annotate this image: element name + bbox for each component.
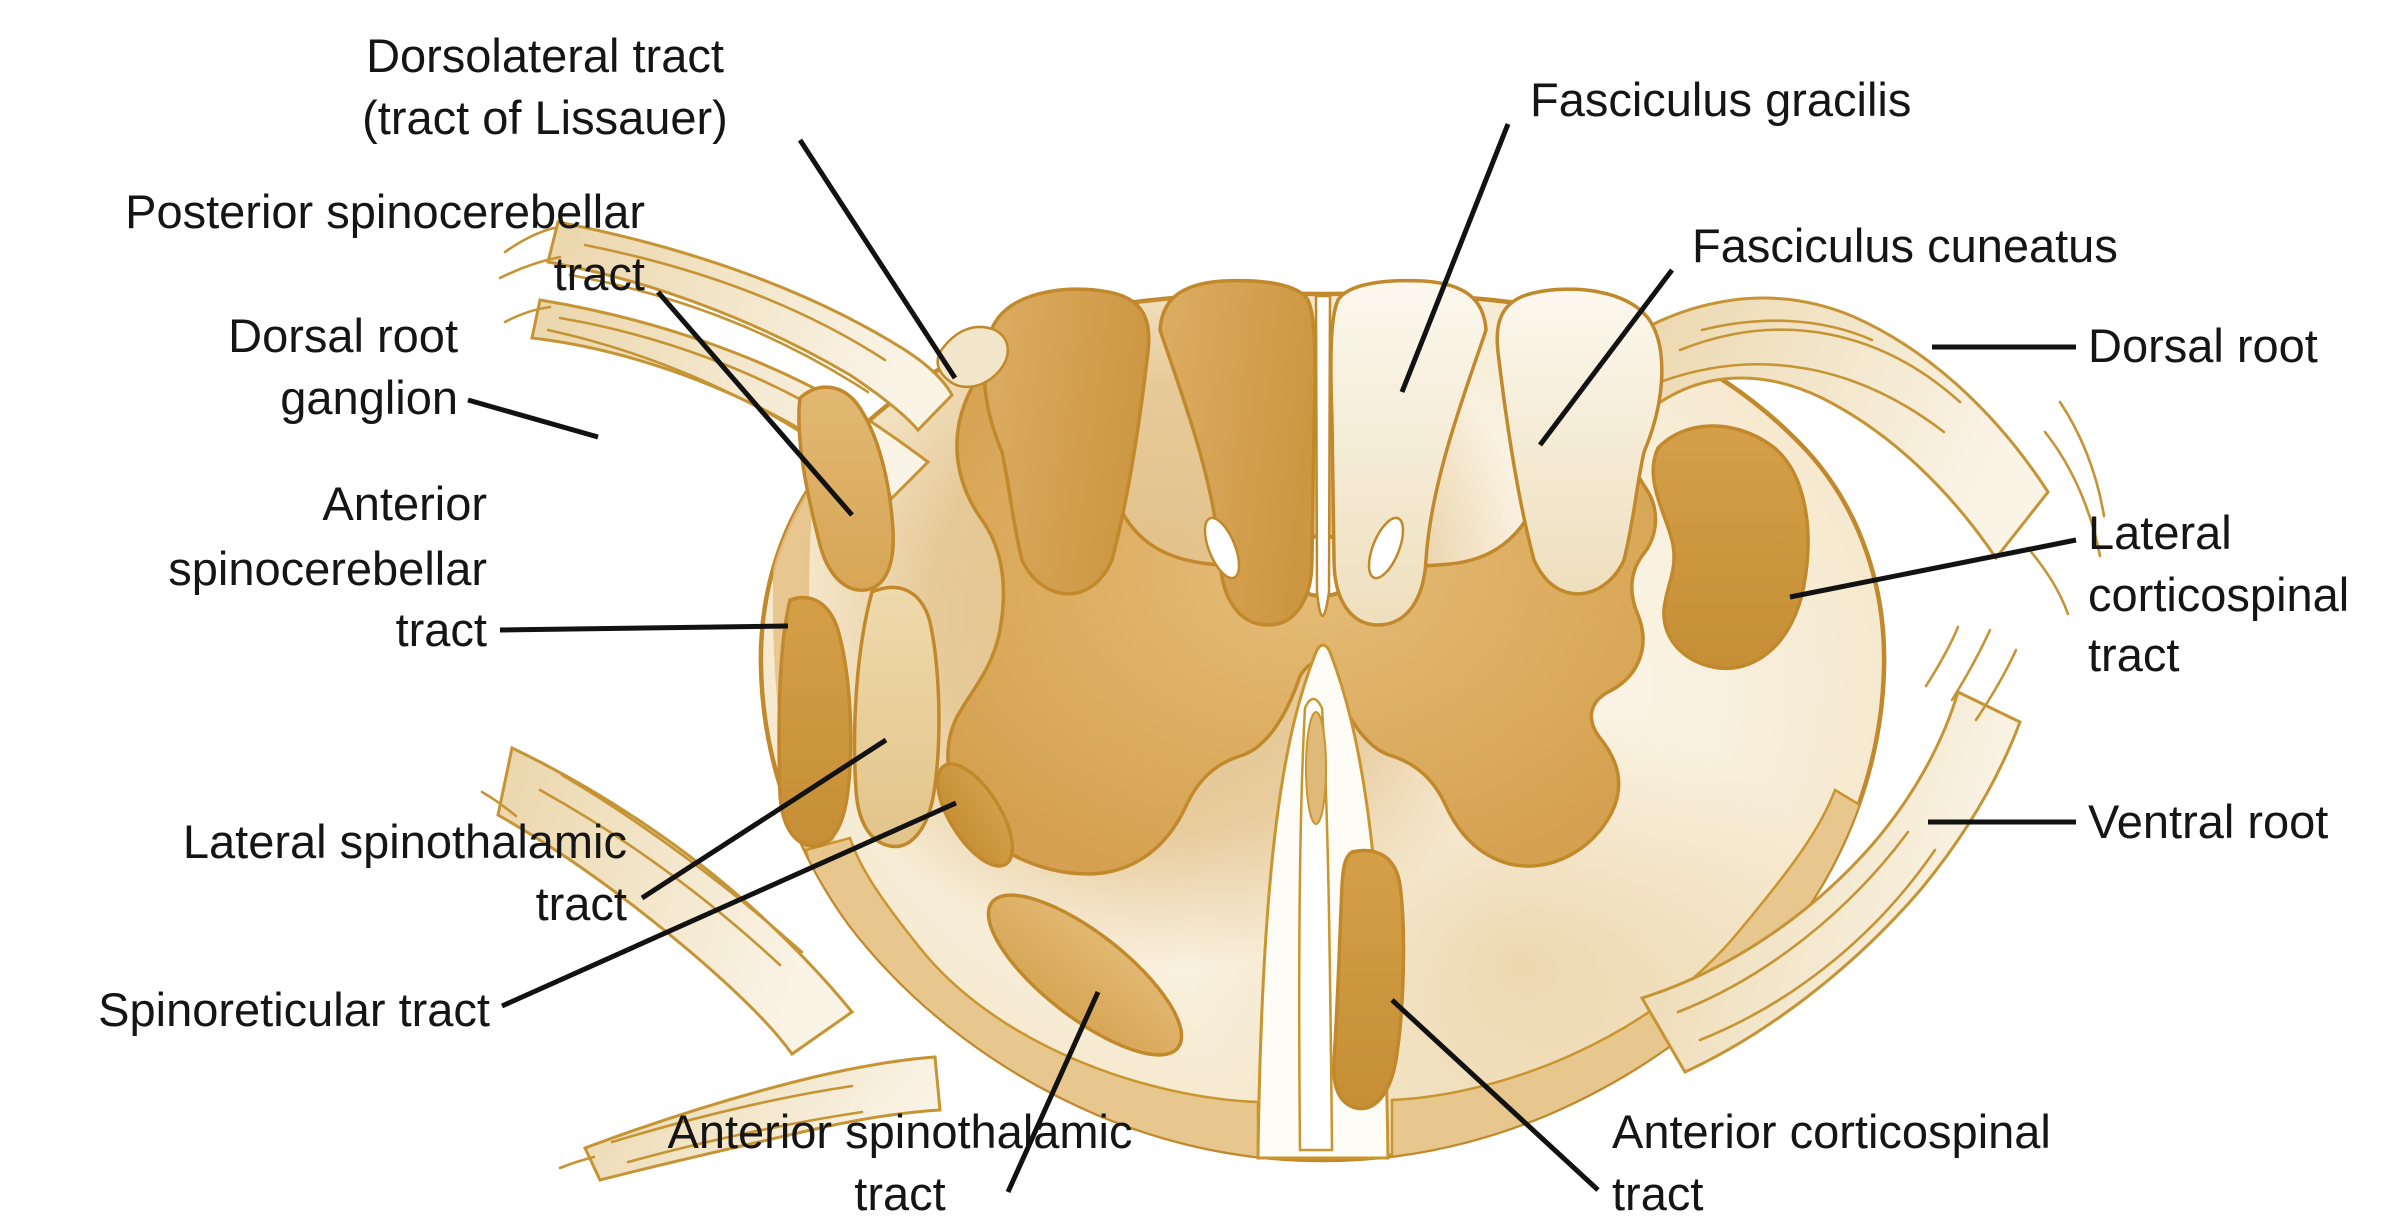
fasciculus-gracilis-region (1329, 278, 1488, 627)
dorsal-slit-teardrop-left (1203, 516, 1241, 580)
label-anterior-spinocerebellar-line2: spinocerebellar (168, 542, 487, 595)
label-anterior-spinothalamic-line1: Anterior spinothalamic (668, 1105, 1133, 1158)
label-anterior-corticospinal-line1: Anterior corticospinal (1612, 1105, 2051, 1158)
anterior-spinocerebellar-tract (777, 595, 853, 848)
label-dorsolateral-tract-line1: Dorsolateral tract (366, 29, 724, 82)
label-lateral-corticospinal-line1: Lateral (2088, 506, 2232, 559)
label-spinoreticular: Spinoreticular tract (98, 983, 490, 1036)
leader-anterior-spinocerebellar (499, 623, 789, 633)
dorsolateral-tract-of-lissauer (936, 325, 1009, 388)
label-lateral-spinothalamic-line2: tract (536, 877, 627, 930)
posterior-median-septum (1314, 294, 1332, 617)
label-anterior-spinocerebellar-line3: tract (396, 603, 487, 656)
right-ventral-root-band (1639, 689, 2022, 1074)
lateral-corticospinal-tract (1651, 424, 1810, 671)
right-ventral-root (1639, 625, 2022, 1074)
label-fasciculus-cuneatus: Fasciculus cuneatus (1692, 219, 2118, 272)
fasciculus-cuneatus-region (1495, 287, 1664, 596)
leader-lateral-corticospinal (1789, 537, 2077, 600)
label-posterior-spinocerebellar-line2: tract (554, 247, 645, 300)
left-ventral-root (480, 745, 942, 1182)
label-posterior-spinocerebellar-line1: Posterior spinocerebellar (125, 185, 645, 238)
right-dorsal-root-band (1609, 296, 2050, 561)
label-lateral-corticospinal-line2: corticospinal (2088, 568, 2349, 621)
label-lateral-spinothalamic-line1: Lateral spinothalamic (183, 815, 627, 868)
lateral-spinothalamic-tract (852, 585, 941, 849)
leader-lateral-spinothalamic (640, 737, 888, 901)
posterior-spinocerebellar-tract (797, 385, 895, 592)
leader-anterior-spinothalamic (1005, 990, 1101, 1194)
label-lateral-corticospinal-line3: tract (2088, 628, 2179, 681)
label-anterior-spinothalamic-line2: tract (854, 1167, 945, 1220)
dorsal-column-left-outer (982, 287, 1151, 596)
label-dorsal-root: Dorsal root (2088, 319, 2318, 372)
left-ventral-root-fascicle-upper (496, 745, 855, 1057)
left-dorsal-root-fascicle-upper (546, 220, 954, 433)
anterior-corticospinal-tract (1331, 848, 1406, 1111)
leader-dorsal-root-ganglion (467, 397, 599, 440)
leader-fasciculus-cuneatus (1538, 268, 1674, 447)
leader-spinoreticular (500, 800, 958, 1009)
leader-posterior-spinocerebellar (656, 290, 854, 517)
label-dorsolateral-tract-line2: (tract of Lissauer) (362, 91, 728, 144)
label-dorsal-root-ganglion-line2: ganglion (280, 371, 458, 424)
label-ventral-root: Ventral root (2088, 795, 2328, 848)
label-anterior-spinocerebellar-line1: Anterior (322, 477, 487, 530)
spinoreticular-tract (935, 762, 1015, 868)
leader-anterior-corticospinal (1390, 998, 1600, 1192)
anterior-median-fissure-slit (1297, 697, 1334, 1152)
leader-dorsolateral-tract (797, 138, 958, 380)
left-dorsal-root (498, 220, 954, 501)
right-dorsal-root (1609, 296, 2106, 616)
anterior-spinothalamic-tract (986, 893, 1184, 1057)
label-anterior-corticospinal-line2: tract (1612, 1167, 1703, 1220)
label-dorsal-root-ganglion-line1: Dorsal root (228, 309, 458, 362)
fissure-inner-band (1305, 711, 1327, 825)
leader-fasciculus-gracilis (1399, 123, 1511, 393)
left-dorsal-root-fascicle-lower (530, 298, 931, 501)
dorsal-slit-teardrop-right (1367, 516, 1405, 580)
label-fasciculus-gracilis: Fasciculus gracilis (1530, 73, 1911, 126)
dorsal-column-left-inner (1158, 278, 1317, 627)
